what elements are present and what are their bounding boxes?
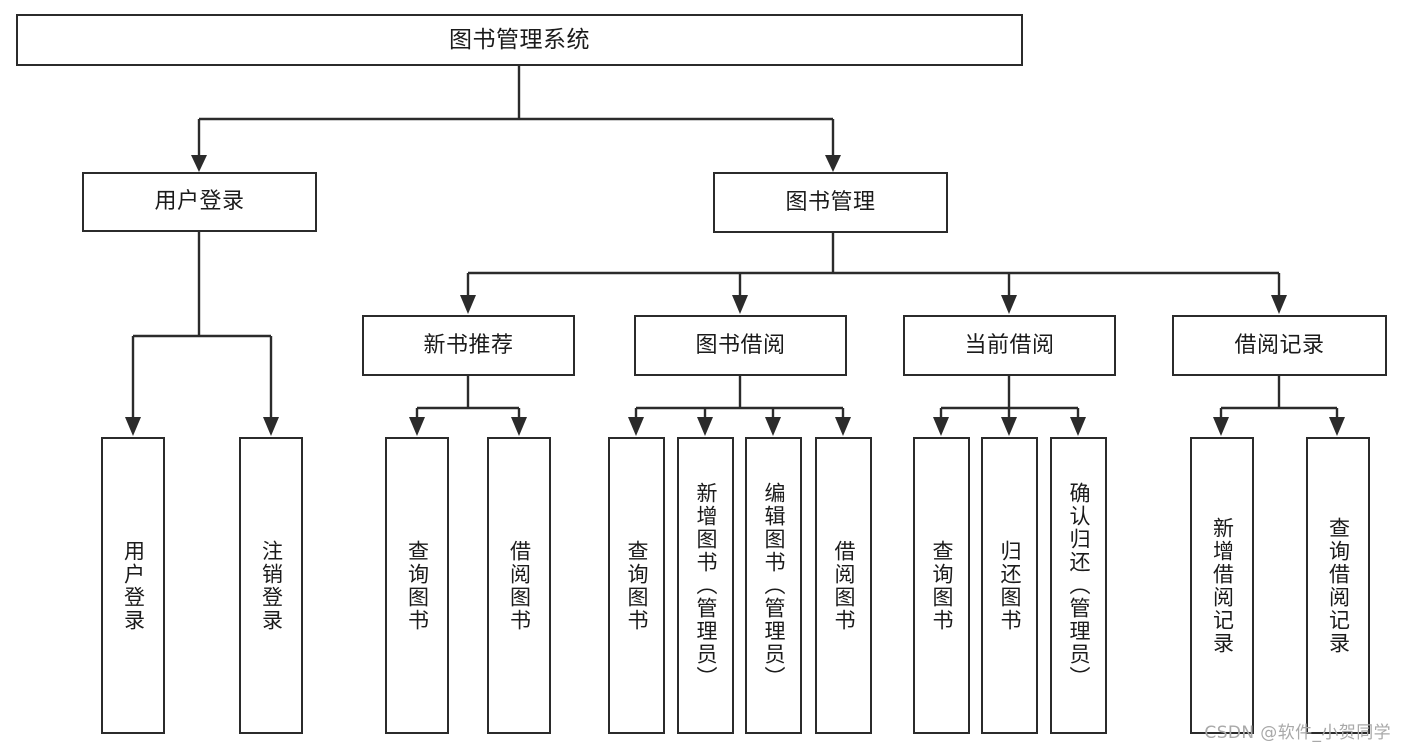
leaf-bb-query-book[interactable]: 查询图书: [608, 437, 665, 734]
leaf-cb-query-book[interactable]: 查询图书: [913, 437, 970, 734]
node-label: 新增借阅记录: [1210, 516, 1235, 655]
arrowhead-current-borrow: [1001, 295, 1017, 314]
leaf-bb-borrow-book[interactable]: 借阅图书: [815, 437, 872, 734]
node-label: 新增图书（管理员）: [694, 482, 718, 689]
node-new-book-recommend[interactable]: 新书推荐: [362, 315, 575, 376]
node-label: 查询图书: [405, 539, 430, 632]
arrowhead-cb-leaf3: [1070, 417, 1086, 436]
leaf-bb-edit-book-admin[interactable]: 编辑图书（管理员）: [745, 437, 802, 734]
node-label: 编辑图书（管理员）: [762, 482, 786, 689]
node-label: 当前借阅: [964, 332, 1055, 358]
node-label: 图书管理系统: [449, 26, 590, 53]
leaf-cb-return-book[interactable]: 归还图书: [981, 437, 1038, 734]
node-label: 确认归还（管理员）: [1067, 482, 1091, 689]
arrowhead-bb-leaf1: [628, 417, 644, 436]
arrowhead-new-book-recommend: [460, 295, 476, 314]
leaf-logout[interactable]: 注销登录: [239, 437, 303, 734]
node-book-management[interactable]: 图书管理: [713, 172, 948, 233]
node-label: 查询借阅记录: [1326, 516, 1351, 655]
arrowhead-cb-leaf2: [1001, 417, 1017, 436]
arrowhead-br-leaf1: [1213, 417, 1229, 436]
node-label: 借阅记录: [1234, 332, 1325, 358]
node-label: 用户登录: [154, 189, 245, 215]
leaf-nbr-borrow-book[interactable]: 借阅图书: [487, 437, 551, 734]
node-label: 用户登录: [121, 539, 146, 632]
node-root-book-management-system[interactable]: 图书管理系统: [16, 14, 1023, 66]
arrowhead-user-login: [191, 155, 207, 172]
node-user-login[interactable]: 用户登录: [82, 172, 317, 232]
arrowhead-bb-leaf2: [697, 417, 713, 436]
arrowhead-bb-leaf4: [835, 417, 851, 436]
arrowhead-nbr-leaf2: [511, 417, 527, 436]
arrowhead-br-leaf2: [1329, 417, 1345, 436]
node-label: 查询图书: [930, 539, 954, 632]
arrowhead-leaf-user-login: [125, 417, 141, 436]
arrowhead-leaf-logout: [263, 417, 279, 436]
arrowhead-cb-leaf1: [933, 417, 949, 436]
arrowhead-bb-leaf3: [765, 417, 781, 436]
node-label: 借阅图书: [832, 539, 856, 632]
node-label: 新书推荐: [423, 332, 514, 358]
arrowhead-borrow-record: [1271, 295, 1287, 314]
leaf-br-query-record[interactable]: 查询借阅记录: [1306, 437, 1370, 734]
leaf-br-add-record[interactable]: 新增借阅记录: [1190, 437, 1254, 734]
node-label: 图书借阅: [695, 332, 786, 358]
leaf-nbr-query-book[interactable]: 查询图书: [385, 437, 449, 734]
node-current-borrow[interactable]: 当前借阅: [903, 315, 1116, 376]
node-label: 注销登录: [259, 539, 284, 632]
arrowhead-book-borrow: [732, 295, 748, 314]
leaf-user-login[interactable]: 用户登录: [101, 437, 165, 734]
node-borrow-record[interactable]: 借阅记录: [1172, 315, 1387, 376]
leaf-bb-add-book-admin[interactable]: 新增图书（管理员）: [677, 437, 734, 734]
node-label: 归还图书: [998, 539, 1022, 632]
arrowhead-book-mgmt: [825, 155, 841, 172]
node-label: 查询图书: [625, 539, 649, 632]
node-book-borrow[interactable]: 图书借阅: [634, 315, 847, 376]
arrowhead-nbr-leaf1: [409, 417, 425, 436]
node-label: 借阅图书: [507, 539, 532, 632]
watermark-text: CSDN @软件_小贺同学: [1204, 723, 1391, 743]
node-label: 图书管理: [785, 189, 876, 215]
leaf-cb-confirm-return-admin[interactable]: 确认归还（管理员）: [1050, 437, 1107, 734]
